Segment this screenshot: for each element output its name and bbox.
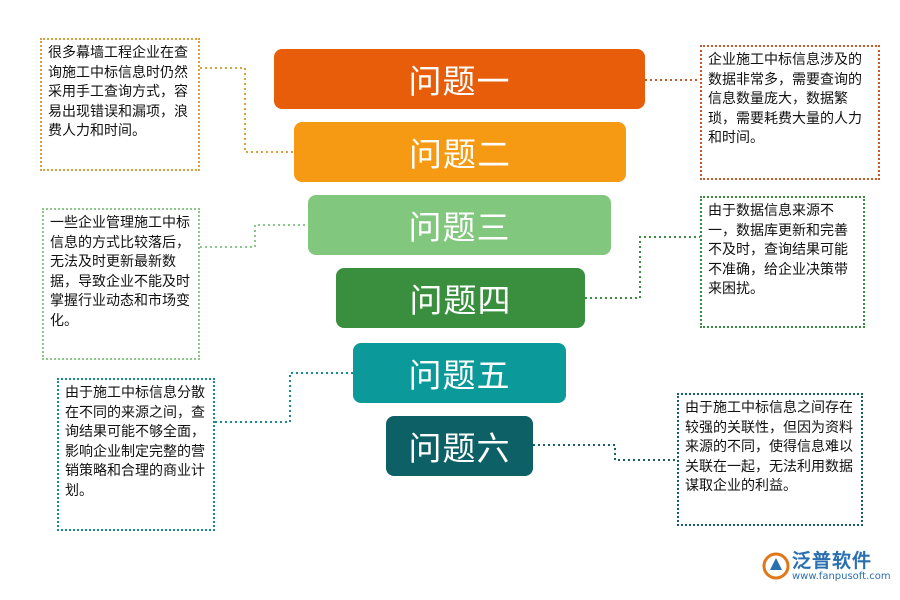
fanpu-logo-icon xyxy=(762,552,790,580)
problem-bar-1: 问题一 xyxy=(274,49,645,109)
problem-note-3: 一些企业管理施工中标信息的方式比较落后，无法及时更新最新数据，导致企业不能及时掌… xyxy=(42,208,200,360)
connector-5 xyxy=(215,372,353,423)
logo-brand: 泛普软件 xyxy=(792,550,873,572)
problem-note-5: 由于施工中标信息分散在不同的来源之间，查询结果可能不够全面，影响企业制定完整的营… xyxy=(57,378,215,531)
problem-bar-3: 问题三 xyxy=(308,195,611,255)
connector-6 xyxy=(533,444,677,461)
problem-note-2: 很多幕墙工程企业在查询施工中标信息时仍然采用手工查询方式，容易出现错误和漏项，浪… xyxy=(40,38,200,171)
problem-bar-2: 问题二 xyxy=(294,122,626,182)
problem-note-4: 由于数据信息来源不一，数据库更新和完善不及时，查询结果可能不准确，给企业决策带来… xyxy=(700,196,865,328)
problem-note-6: 由于施工中标信息之间存在较强的关联性，但因为资料来源的不同，使得信息难以关联在一… xyxy=(677,393,863,526)
problem-bar-6: 问题六 xyxy=(386,416,533,476)
problem-bar-4: 问题四 xyxy=(336,268,585,328)
fanpu-logo: 泛普软件 www.fanpusoft.com xyxy=(758,544,891,590)
problem-bar-5: 问题五 xyxy=(353,343,566,403)
problem-note-1: 企业施工中标信息涉及的数据非常多，需要查询的信息数量庞大，数据繁琐，需要耗费大量… xyxy=(700,45,880,180)
logo-url: www.fanpusoft.com xyxy=(792,571,891,582)
connector-3 xyxy=(200,224,308,248)
